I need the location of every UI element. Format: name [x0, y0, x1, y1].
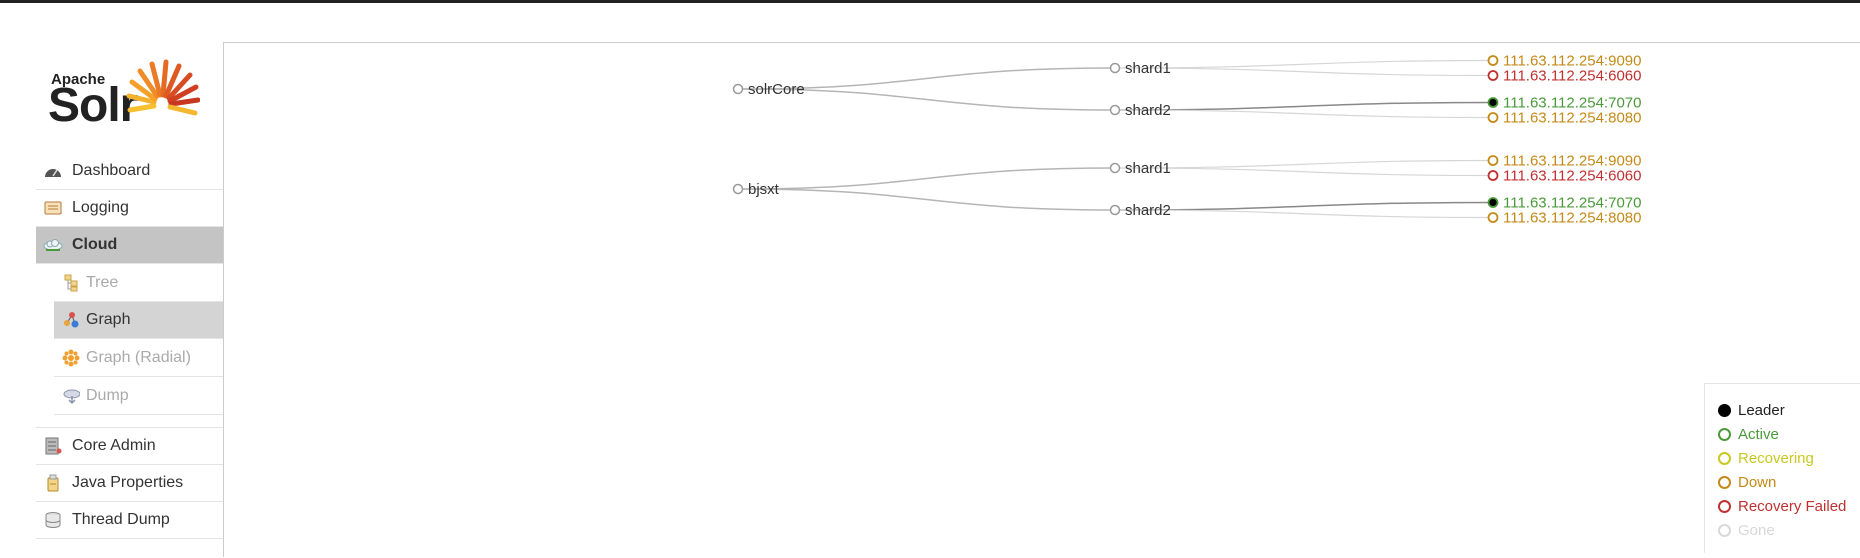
replica-node-icon [1487, 55, 1499, 66]
collection-node-icon [732, 183, 744, 195]
replica-address-label: 111.63.112.254:6060 [1503, 168, 1641, 185]
sidebar-item-dashboard[interactable]: Dashboard [36, 153, 223, 190]
shard-replica-link [1114, 59, 1494, 69]
sidebar-item-label: Graph [86, 311, 131, 328]
sidebar-divider [36, 415, 223, 428]
replica-node-icon [1487, 170, 1499, 181]
replica-address-label: 111.63.112.254:9090 [1503, 53, 1641, 70]
shard-replica-link [1114, 109, 1494, 119]
shard-label: shard2 [1125, 202, 1171, 219]
status-legend: Leader Active Recovering Down Recovery F… [1704, 383, 1860, 553]
legend-item-gone: Gone [1718, 518, 1860, 542]
gone-dot-icon [1718, 523, 1731, 537]
legend-item-leader: Leader [1718, 398, 1860, 422]
legend-label: Down [1738, 473, 1777, 491]
collection-shard-link [737, 188, 1116, 211]
legend-item-active: Active [1718, 422, 1860, 446]
sidebar-item-label: Logging [72, 199, 129, 216]
shard-node-icon [1109, 62, 1121, 74]
shard-replica-link [1114, 101, 1494, 111]
leader-replica-node-icon [1487, 97, 1499, 108]
java-properties-icon [42, 474, 64, 492]
leader-replica-node-icon [1487, 197, 1499, 208]
replica-address-label: 111.63.112.254:8080 [1503, 210, 1641, 227]
down-dot-icon [1718, 475, 1731, 489]
shard-replica-link [1114, 201, 1494, 211]
sidebar-item-label: Graph (Radial) [86, 348, 191, 366]
sidebar-item-dump[interactable]: Dump [54, 377, 223, 415]
sidebar-item-label: Java Properties [72, 474, 184, 491]
shard-label: shard1 [1125, 160, 1171, 177]
radial-graph-icon [62, 349, 80, 367]
collection-label: bjsxt [748, 181, 780, 198]
replica-address-label: 111.63.112.254:6060 [1503, 68, 1641, 85]
legend-item-down: Down [1718, 470, 1860, 494]
graph-icon [62, 311, 80, 329]
sidebar-item-logging[interactable]: Logging [36, 190, 223, 227]
replica-address-label: 111.63.112.254:7070 [1503, 195, 1641, 212]
top-bar [0, 0, 1860, 3]
sun-icon [126, 59, 200, 116]
sidebar-item-label: Dump [86, 386, 129, 404]
sidebar-item-label: Cloud [72, 236, 118, 253]
sidebar-item-graph[interactable]: Graph [54, 302, 223, 339]
shard-replica-link [1114, 159, 1494, 169]
sidebar-item-java-properties[interactable]: Java Properties [36, 465, 223, 502]
recovering-dot-icon [1718, 451, 1731, 465]
shard-replica-link [1114, 167, 1494, 177]
shard-label: shard2 [1125, 102, 1171, 119]
sidebar-item-core-admin[interactable]: Core Admin [36, 428, 223, 465]
replica-address-label: 111.63.112.254:9090 [1503, 153, 1641, 170]
sidebar-item-label: Thread Dump [72, 511, 170, 528]
dashboard-icon [42, 162, 64, 180]
legend-label: Recovery Failed [1738, 497, 1847, 515]
shard-node-icon [1109, 162, 1121, 174]
legend-item-recovery-failed: Recovery Failed [1718, 494, 1860, 518]
leader-dot-icon [1718, 403, 1731, 417]
sidebar-item-label: Core Admin [72, 437, 156, 454]
sidebar-item-thread-dump[interactable]: Thread Dump [36, 502, 223, 539]
replica-node-icon [1487, 70, 1499, 81]
replica-address-label: 111.63.112.254:7070 [1503, 95, 1641, 112]
legend-item-recovering: Recovering [1718, 446, 1860, 470]
shard-replica-link [1114, 67, 1494, 77]
legend-label: Active [1738, 425, 1779, 443]
solr-logo[interactable]: Apache Solr [48, 52, 200, 134]
legend-label: Gone [1738, 521, 1775, 539]
tree-icon [62, 274, 80, 292]
logging-icon [42, 199, 64, 217]
cloud-graph: 111.63.112.254:9090111.63.112.254:6060sh… [732, 53, 1641, 227]
shard-replica-link [1114, 209, 1494, 219]
dump-icon [62, 387, 80, 405]
sidebar-item-cloud[interactable]: Cloud [36, 227, 223, 264]
legend-label: Recovering [1738, 449, 1814, 467]
replica-address-label: 111.63.112.254:8080 [1503, 110, 1641, 127]
shard-node-icon [1109, 204, 1121, 216]
logo-solr-text: Solr [48, 79, 138, 132]
logo-apache-text: Apache [51, 71, 106, 88]
sidebar-item-graph-radial[interactable]: Graph (Radial) [54, 339, 223, 377]
shard-node-icon [1109, 104, 1121, 116]
sidebar-item-tree[interactable]: Tree [54, 264, 223, 302]
collection-label: solrCore [748, 81, 805, 98]
core-admin-icon [42, 437, 64, 455]
collection-shard-link [737, 67, 1116, 90]
collection-shard-link [737, 167, 1116, 190]
thread-dump-icon [42, 511, 64, 529]
collection-node-icon [732, 83, 744, 95]
sidebar-nav: Dashboard Logging Cloud Tree Graph Graph… [36, 153, 223, 539]
replica-node-icon [1487, 212, 1499, 223]
active-dot-icon [1718, 427, 1731, 441]
collection-shard-link [737, 88, 1116, 111]
replica-node-icon [1487, 155, 1499, 166]
replica-node-icon [1487, 112, 1499, 123]
sidebar-item-label: Tree [86, 273, 119, 291]
shard-label: shard1 [1125, 60, 1171, 77]
recovery-failed-dot-icon [1718, 499, 1731, 513]
cloud-icon [42, 236, 64, 254]
legend-label: Leader [1738, 401, 1785, 419]
sidebar-item-label: Dashboard [72, 162, 151, 179]
